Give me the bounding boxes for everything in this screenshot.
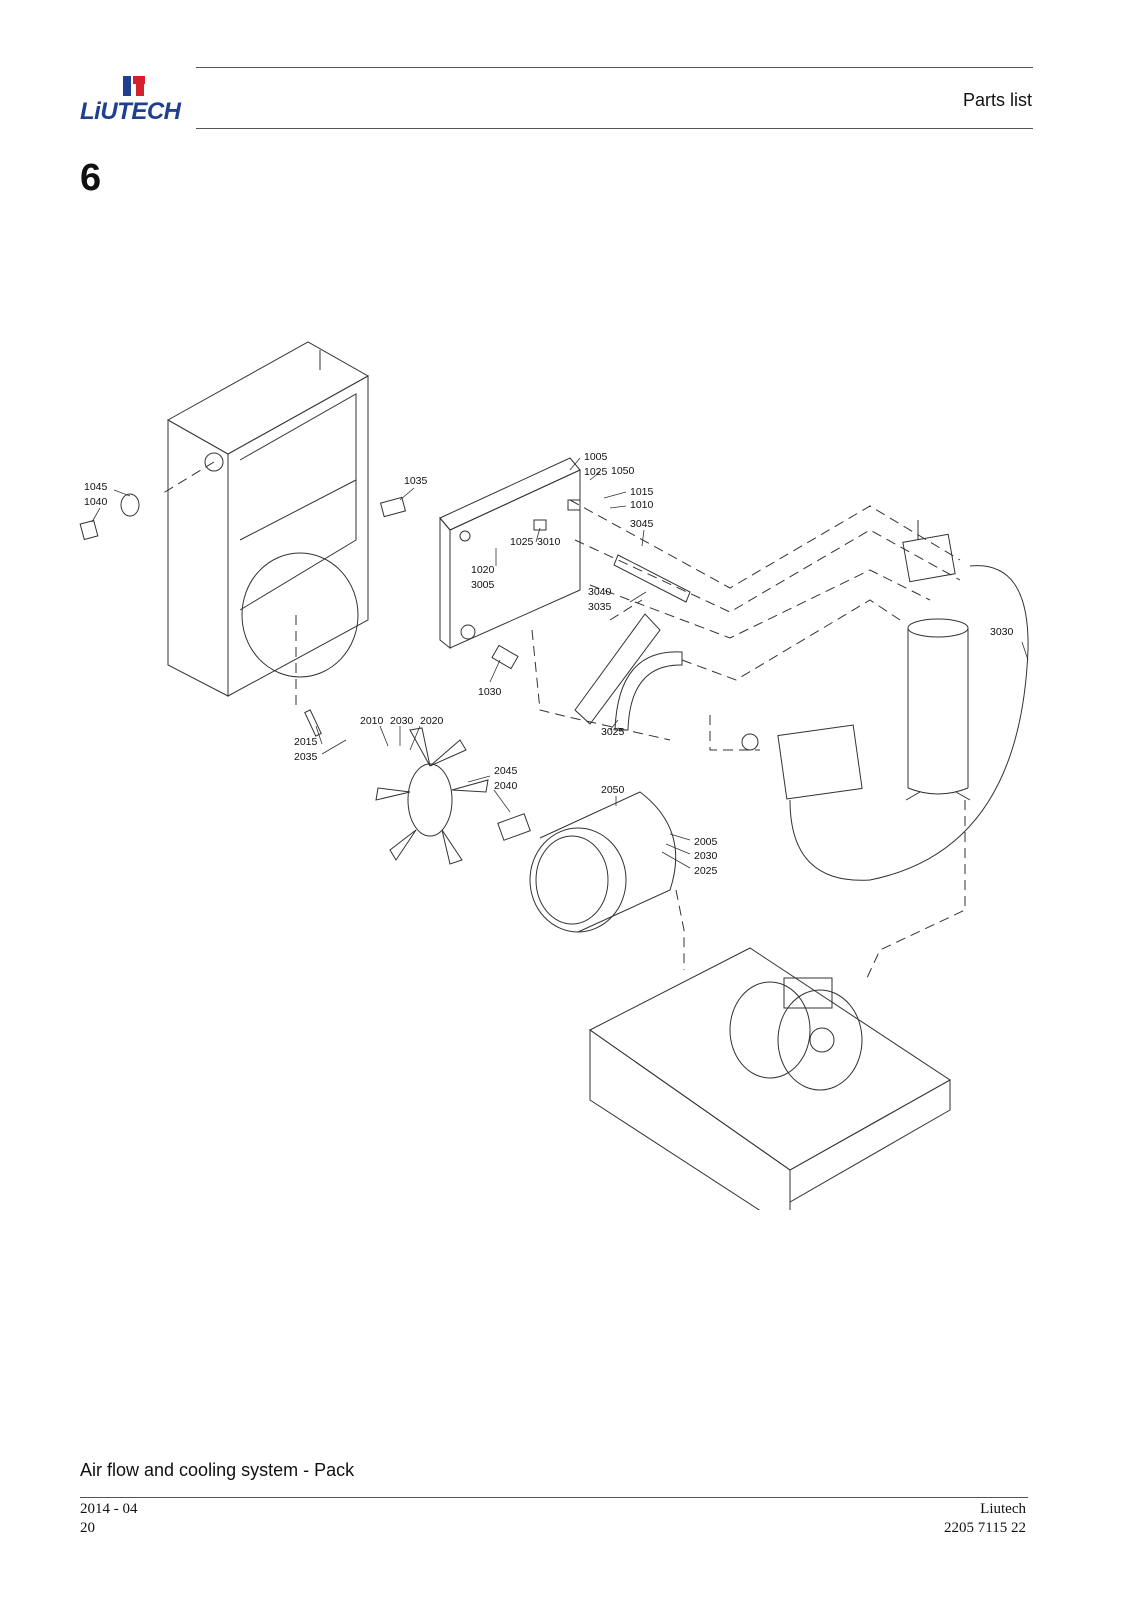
callout-2025: 2025	[694, 865, 718, 877]
header-rule-top	[196, 67, 1033, 68]
motor-base-drawing	[589, 947, 951, 1210]
callout-1010: 1010	[630, 499, 654, 511]
compressor-element-drawing	[741, 724, 863, 800]
air-vessel-drawing	[905, 618, 971, 801]
exploded-parts-diagram: 1045 1040 1035 1005 1025 1050 1015 1010 …	[79, 341, 1029, 1210]
callout-3035: 3035	[588, 601, 612, 613]
callout-2050: 2050	[601, 784, 625, 796]
footer-rule	[80, 1497, 1028, 1498]
callout-2030: 2030	[390, 715, 414, 727]
callout-2040: 2040	[494, 780, 518, 792]
callout-2010: 2010	[360, 715, 384, 727]
liutech-logo	[123, 76, 145, 96]
footer-company: Liutech	[980, 1501, 1026, 1517]
figure-caption: Air flow and cooling system - Pack	[80, 1460, 355, 1480]
callout-2015: 2015	[294, 736, 318, 748]
callout-1025: 1025	[584, 466, 608, 478]
enclosure-drawing	[166, 341, 370, 697]
fan-drawing	[375, 727, 531, 865]
callout-1040: 1040	[84, 496, 108, 508]
assembly-lines	[159, 461, 966, 981]
callout-leaders	[91, 457, 1029, 869]
pipes-drawing	[574, 554, 691, 731]
callout-3025: 3025	[601, 726, 625, 738]
fittings-drawing	[79, 493, 581, 737]
callout-1020: 1020	[471, 564, 495, 576]
callout-3030: 3030	[990, 626, 1014, 638]
footer-page-number: 20	[80, 1520, 95, 1536]
callout-2035: 2035	[294, 751, 318, 763]
callout-2020: 2020	[420, 715, 444, 727]
fan-ring-drawing	[529, 791, 677, 933]
page-header-title: Parts list	[962, 90, 1032, 110]
callout-2045: 2045	[494, 765, 518, 777]
callout-2005: 2005	[694, 836, 718, 848]
callout-1030: 1030	[478, 686, 502, 698]
callout-3005: 3005	[471, 579, 495, 591]
valve-block-drawing	[789, 520, 1029, 881]
callout-3045: 3045	[630, 518, 654, 530]
brand-name: LiUTECH	[80, 98, 181, 125]
callout-1035: 1035	[404, 475, 428, 487]
footer-date: 2014 - 04	[80, 1501, 138, 1517]
callout-1045: 1045	[84, 481, 108, 493]
callout-labels: 1045 1040 1035 1005 1025 1050 1015 1010 …	[84, 451, 1014, 877]
callout-3040: 3040	[588, 586, 612, 598]
cooler-drawing	[439, 457, 581, 650]
callout-1015: 1015	[630, 486, 654, 498]
section-number: 6	[80, 157, 102, 199]
callout-1025b: 1025	[510, 536, 534, 548]
callout-1005: 1005	[584, 451, 608, 463]
footer-doc-number: 2205 7115 22	[944, 1520, 1026, 1536]
callout-3010: 3010	[537, 536, 561, 548]
callout-1050: 1050	[611, 465, 635, 477]
callout-2030b: 2030	[694, 850, 718, 862]
header-rule-bottom	[196, 128, 1033, 129]
